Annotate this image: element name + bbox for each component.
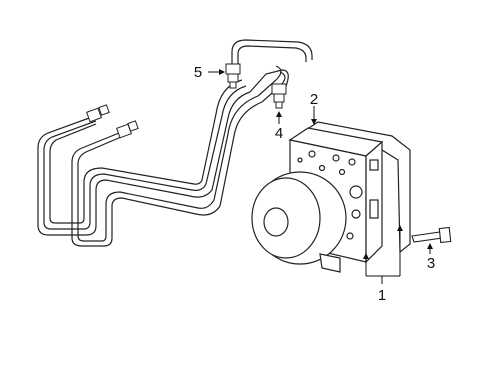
leader-lines (208, 69, 433, 284)
fitting-5 (225, 63, 241, 89)
fitting-left-upper (86, 104, 110, 123)
callout-2: 2 (310, 91, 318, 108)
mounting-bolt (411, 226, 452, 244)
fitting-left-lower (116, 120, 139, 139)
brake-line-left (37, 79, 251, 236)
callout-1: 1 (378, 287, 386, 304)
fitting-4 (271, 83, 287, 109)
callout-5: 5 (194, 64, 202, 81)
abs-modulator (251, 121, 411, 273)
brake-line-middle (71, 95, 263, 247)
callout-3: 3 (427, 255, 435, 272)
callout-4: 4 (275, 125, 283, 142)
